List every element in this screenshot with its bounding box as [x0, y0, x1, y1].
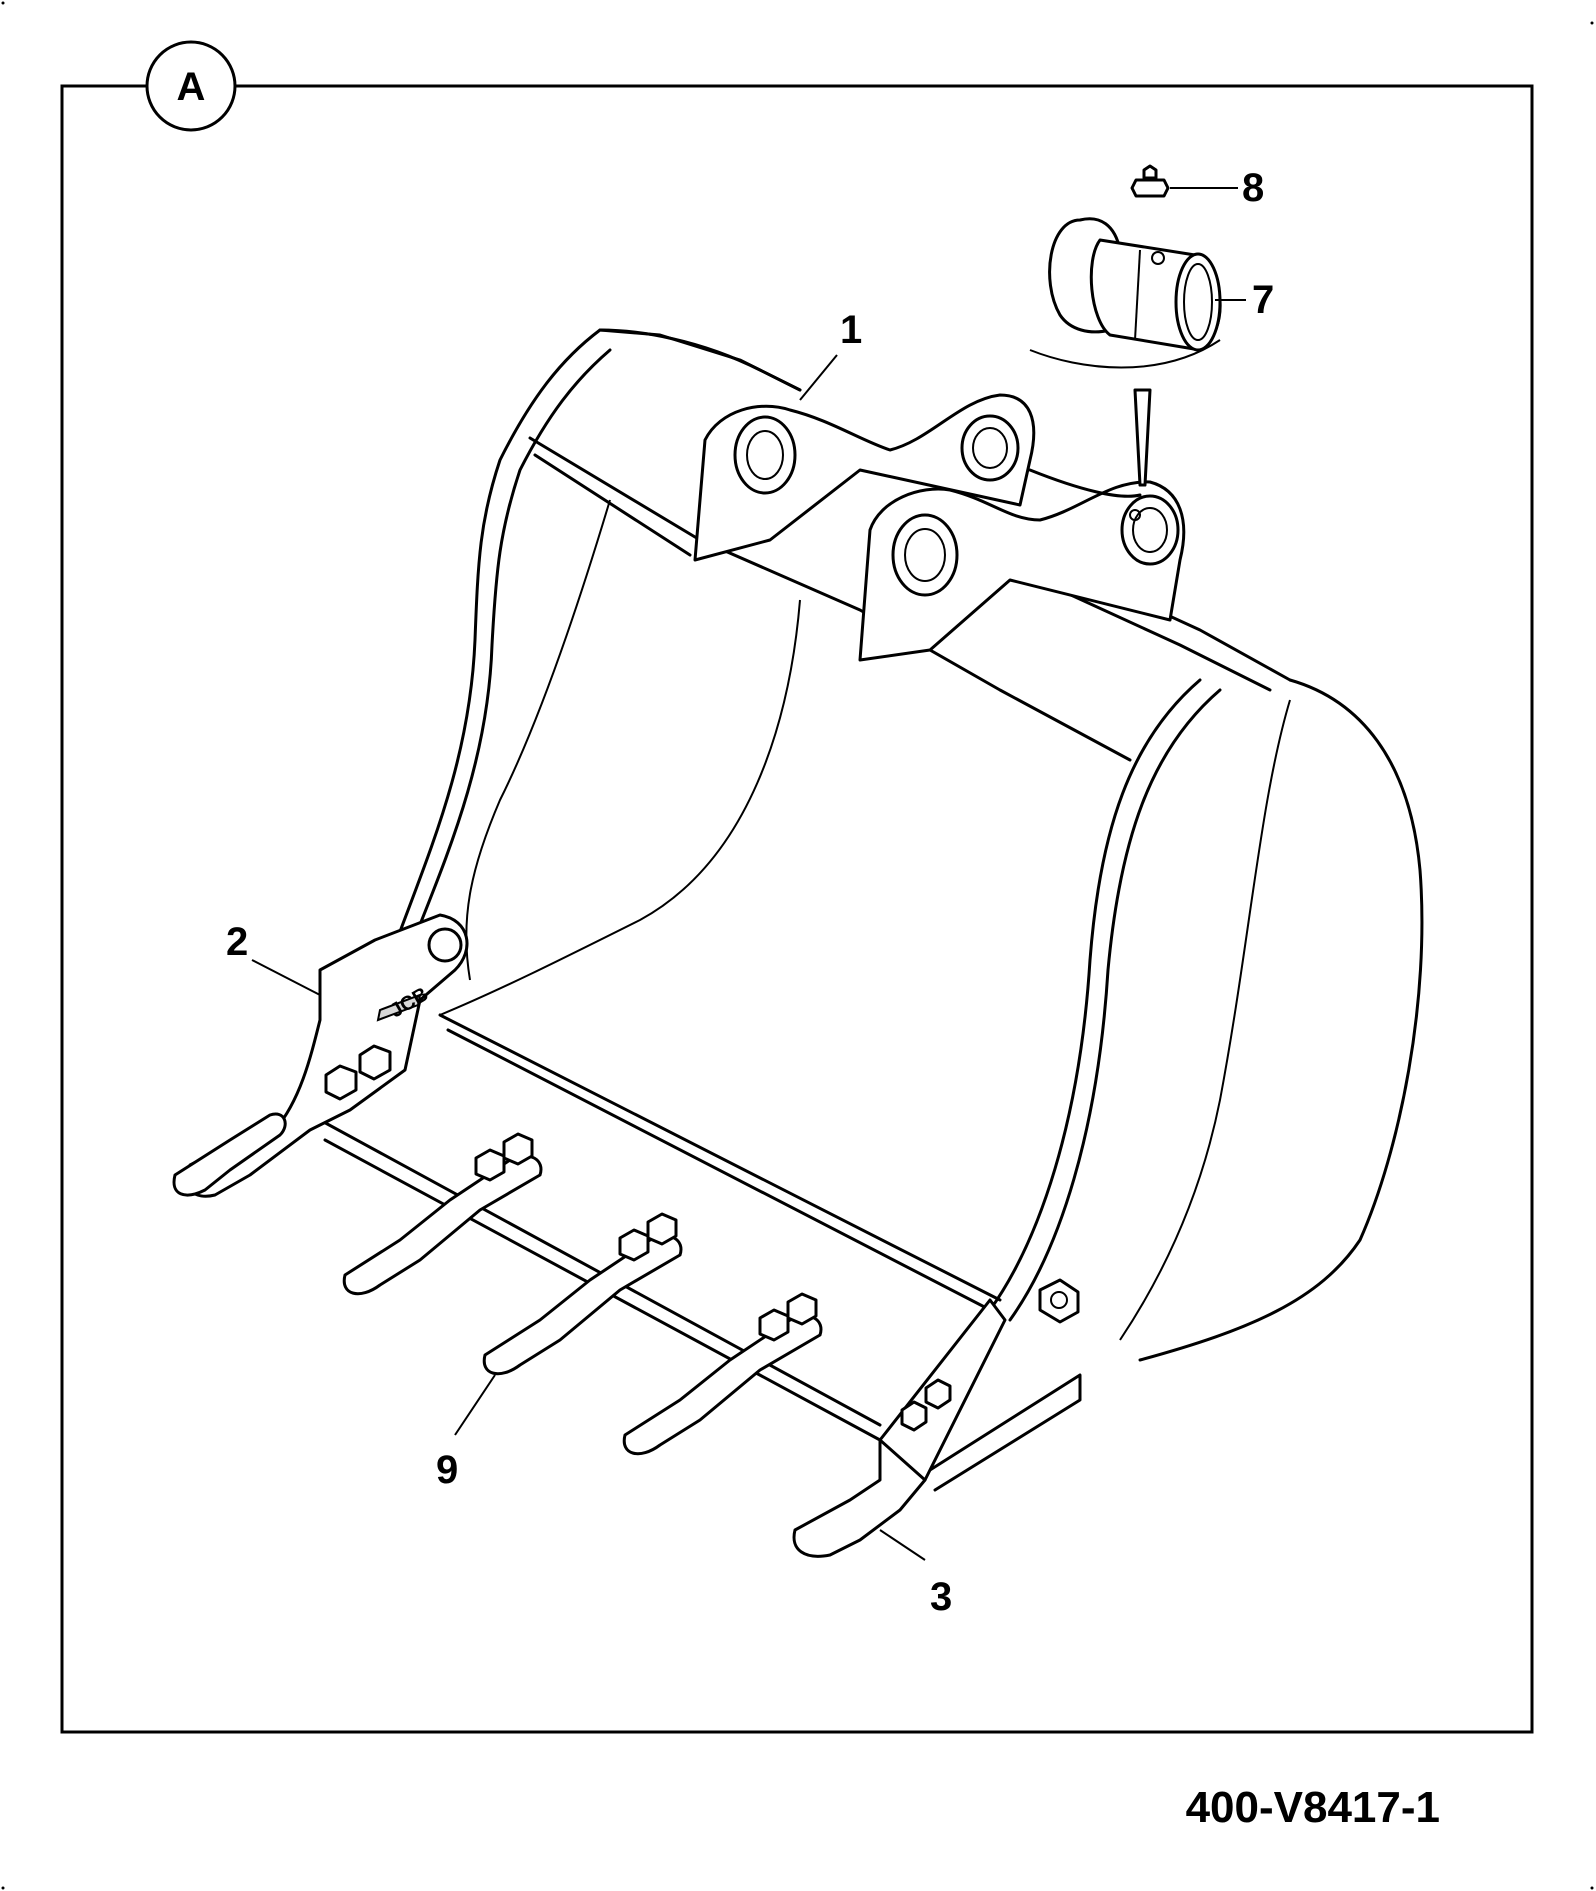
view-frame: [60, 84, 1534, 1734]
callout-3: 3: [930, 1575, 952, 1619]
grease-nipple: [1130, 164, 1170, 198]
mounting-lugs: [693, 393, 1186, 662]
tooth-3: [622, 1292, 823, 1456]
view-label: A: [177, 65, 206, 109]
callout-1: 1: [840, 308, 862, 352]
teeth: [172, 1112, 823, 1456]
bucket-body: [318, 328, 1424, 1492]
tooth-4: [172, 1112, 287, 1197]
view-label-badge: A: [145, 40, 237, 132]
callout-7: 7: [1252, 278, 1274, 322]
bush: [1029, 217, 1222, 487]
callout-8: 8: [1242, 166, 1264, 210]
side-cutter-right: [792, 1298, 1007, 1558]
callout-9: 9: [436, 1448, 458, 1492]
side-cutter-left: JCB: [185, 913, 469, 1198]
leader-lines: [251, 187, 1246, 1561]
tooth-1: [342, 1132, 543, 1296]
callout-2: 2: [226, 920, 248, 964]
callouts: 1 2 3 7 8 9: [226, 166, 1274, 1619]
tooth-2: [482, 1212, 683, 1376]
drawing-reference: 400-V8417-1: [1186, 1783, 1440, 1832]
